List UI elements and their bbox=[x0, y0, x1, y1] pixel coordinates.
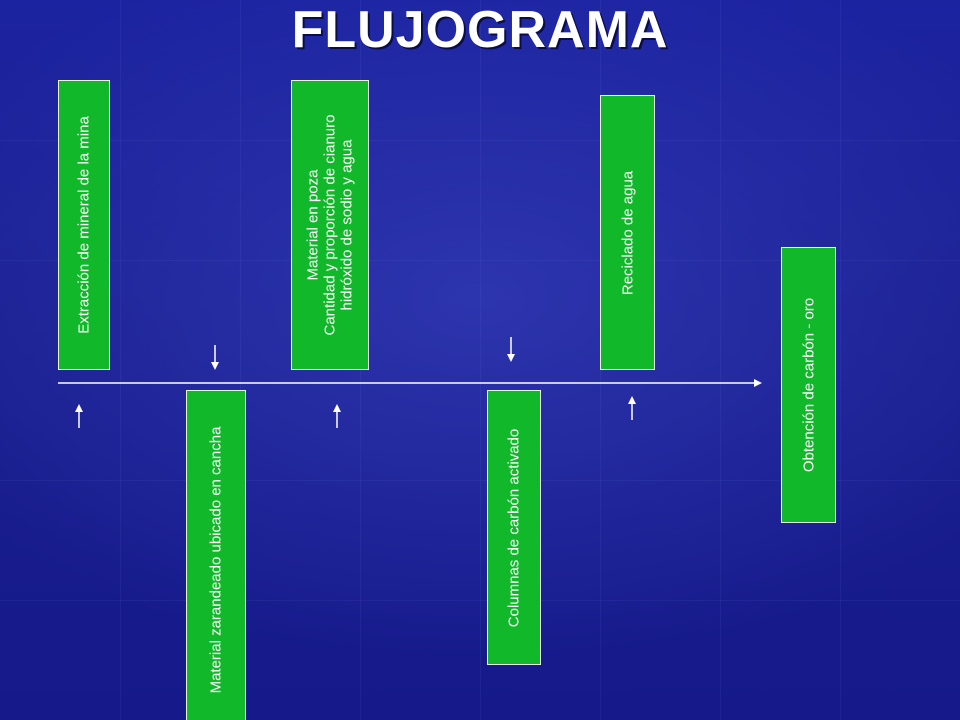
bg-grid-line bbox=[0, 140, 960, 141]
step-label: Reciclado de agua bbox=[619, 170, 636, 295]
step-box-columnas-carbon: Columnas de carbón activado bbox=[487, 390, 541, 665]
bg-grid-line bbox=[0, 600, 960, 601]
step-box-material-zarandeado: Material zarandeado ubicado en cancha bbox=[186, 390, 246, 720]
step-label: Material en poza Cantidad y proporción d… bbox=[305, 115, 356, 336]
step-label-line: Material en poza bbox=[304, 169, 322, 281]
bg-grid-line bbox=[480, 0, 481, 720]
step-box-material-en-poza: Material en poza Cantidad y proporción d… bbox=[291, 80, 369, 370]
step-box-reciclado-agua: Reciclado de agua bbox=[600, 95, 655, 370]
bg-grid-line bbox=[0, 260, 960, 261]
bg-grid-line bbox=[120, 0, 121, 720]
slide-title: FLUJOGRAMA bbox=[291, 1, 669, 59]
bg-grid-line bbox=[0, 480, 960, 481]
step-box-extraccion: Extracción de mineral de la mina bbox=[58, 80, 110, 370]
bg-grid-line bbox=[240, 0, 241, 720]
step-label: Material zarandeado ubicado en cancha bbox=[207, 426, 225, 694]
step-label-line: Cantidad y proporción de cianuro bbox=[321, 114, 339, 336]
step-label-line: hidróxido de sodio y agua bbox=[338, 139, 356, 311]
step-box-obtencion-carbon-oro: Obtención de carbón - oro bbox=[781, 247, 836, 523]
bg-grid-line bbox=[840, 0, 841, 720]
step-label: Extracción de mineral de la mina bbox=[75, 116, 93, 334]
step-label: Columnas de carbón activado bbox=[505, 428, 523, 627]
step-label: Obtención de carbón - oro bbox=[800, 297, 817, 473]
bg-grid-line bbox=[720, 0, 721, 720]
